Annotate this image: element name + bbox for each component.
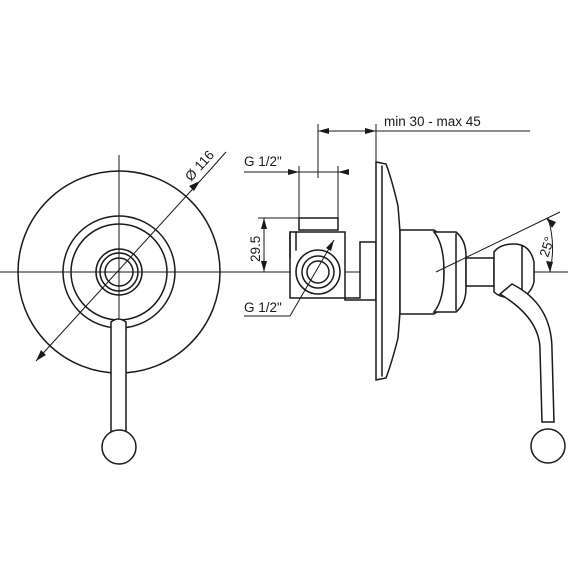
diameter-arrow-upper	[189, 181, 200, 191]
thread-top-label: G 1/2"	[244, 154, 282, 169]
front-view: Ø 116	[0, 147, 262, 465]
lever-stem	[465, 257, 495, 287]
angle-label: 25°	[537, 235, 558, 259]
thread-top-arrow-right	[338, 169, 349, 175]
wall-plate-profile	[375, 161, 401, 381]
depth-label: min 30 - max 45	[384, 114, 481, 129]
inlet-top-nipple	[298, 217, 339, 231]
spindle-ring	[99, 252, 139, 292]
lever-ball	[101, 429, 137, 465]
thread-bottom-leader	[289, 239, 335, 317]
inlet-port-ring	[301, 255, 335, 289]
valve-nut	[432, 231, 467, 313]
lever-arm	[110, 318, 127, 433]
side-view: min 30 - max 45 G 1/2" 29.5 G 1/2"	[244, 114, 568, 464]
inlet-port-inner	[306, 260, 330, 284]
height-label: 29.5	[248, 236, 263, 262]
thread-bottom-label: G 1/2"	[244, 300, 282, 315]
thread-top-arrow-left	[288, 169, 299, 175]
depth-arrow-right	[365, 128, 376, 134]
spindle-inner	[104, 257, 134, 287]
diameter-label: Ø 116	[182, 147, 217, 184]
height-arrow-bottom	[261, 261, 267, 272]
angle-lever-line	[435, 211, 561, 273]
lever-side-ball	[530, 428, 566, 464]
spindle-outer	[95, 248, 143, 296]
angle-arrow-bottom	[546, 261, 553, 272]
diameter-leader	[209, 151, 227, 171]
angle-arrow-top	[546, 218, 556, 228]
height-arrow-top	[261, 218, 267, 229]
diameter-dimension-line	[35, 169, 211, 362]
depth-arrow-left	[318, 128, 329, 134]
lever-side-arm	[498, 283, 555, 423]
inlet-side-collar	[289, 231, 297, 259]
diameter-arrow-lower	[36, 350, 46, 361]
valve-body	[399, 229, 445, 315]
thread-bottom-arrow	[326, 240, 334, 251]
